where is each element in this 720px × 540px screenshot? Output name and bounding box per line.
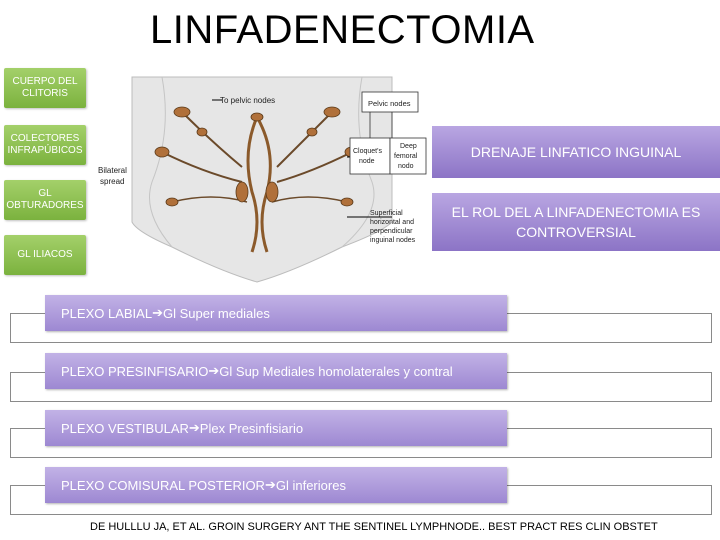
inguinal-label: inguinal nodes: [370, 237, 416, 244]
cuerpo-clitoris-box: CUERPO DEL CLITORIS: [4, 68, 86, 108]
plexo-vestibular-bar: PLEXO VESTIBULAR➔ Plex Presinfisiario: [45, 410, 507, 446]
plexo-comisural-bar: PLEXO COMISURAL POSTERIOR ➔ Gl inferiore…: [45, 467, 507, 503]
deep-label: Deep: [400, 143, 417, 150]
to-pelvic-label: To pelvic nodes: [220, 96, 275, 105]
nodo-label: nodo: [398, 163, 414, 170]
slide-title: LINFADENECTOMIA: [150, 8, 535, 52]
arrow-icon: ➔: [208, 363, 220, 378]
colectores-box: COLECTORES INFRAPÚBICOS: [4, 125, 86, 165]
plexo-labial-text: PLEXO LABIAL: [61, 305, 153, 321]
arrow-icon: ➔: [152, 305, 163, 320]
obturadores-label: GL OBTURADORES: [6, 188, 84, 211]
arrow-icon: ➔: [188, 420, 200, 435]
cloquet-node-label: node: [359, 158, 375, 165]
femoral-label: femoral: [394, 153, 418, 160]
plexo-vestibular-text: PLEXO VESTIBULAR: [61, 420, 189, 436]
drenaje-box: DRENAJE LINFATICO INGUINAL: [432, 126, 720, 178]
plexo-presinfisario-target: Gl Sup Mediales homolaterales y contral: [219, 363, 453, 379]
obturadores-box: GL OBTURADORES: [4, 180, 86, 220]
pelvic-label: Pelvic nodes: [368, 99, 411, 108]
colectores-label: COLECTORES INFRAPÚBICOS: [7, 133, 83, 156]
horizontal-label: horizontal and: [370, 219, 414, 226]
rol-label: EL ROL DEL A LINFADENECTOMIA ES CONTROVE…: [451, 204, 701, 240]
plexo-comisural-text: PLEXO COMISURAL POSTERIOR: [61, 477, 265, 493]
iliacos-box: GL ILIACOS: [4, 235, 86, 275]
plexo-presinfisario-text: PLEXO PRESINFISARIO: [61, 363, 209, 379]
spread-label: spread: [100, 177, 124, 186]
plexo-labial-bar: PLEXO LABIAL ➔Gl Super mediales: [45, 295, 507, 331]
plexo-presinfisario-bar: PLEXO PRESINFISARIO➔Gl Sup Mediales homo…: [45, 353, 507, 389]
cuerpo-clitoris-label: CUERPO DEL CLITORIS: [12, 76, 78, 99]
perpendicular-label: perpendicular: [370, 228, 413, 235]
vulvar-lymph-diagram: To pelvic nodes Pelvic nodes Bilateral s…: [98, 76, 427, 283]
arrow-icon: ➔: [264, 477, 276, 492]
cloquet-label: Cloquet's: [353, 148, 382, 155]
drenaje-label: DRENAJE LINFATICO INGUINAL: [470, 144, 682, 160]
plexo-vestibular-target: Plex Presinfisiario: [199, 420, 304, 436]
superficial-label: Superficial: [370, 210, 403, 217]
plexo-labial-target: Gl Super mediales: [162, 305, 270, 321]
plexo-comisural-target: Gl inferiores: [275, 477, 346, 493]
citation: DE HULLLU JA, ET AL. GROIN SURGERY ANT T…: [90, 521, 658, 533]
rol-box: EL ROL DEL A LINFADENECTOMIA ES CONTROVE…: [432, 193, 720, 251]
bilateral-label: Bilateral: [98, 166, 127, 175]
iliacos-label: GL ILIACOS: [17, 249, 73, 260]
